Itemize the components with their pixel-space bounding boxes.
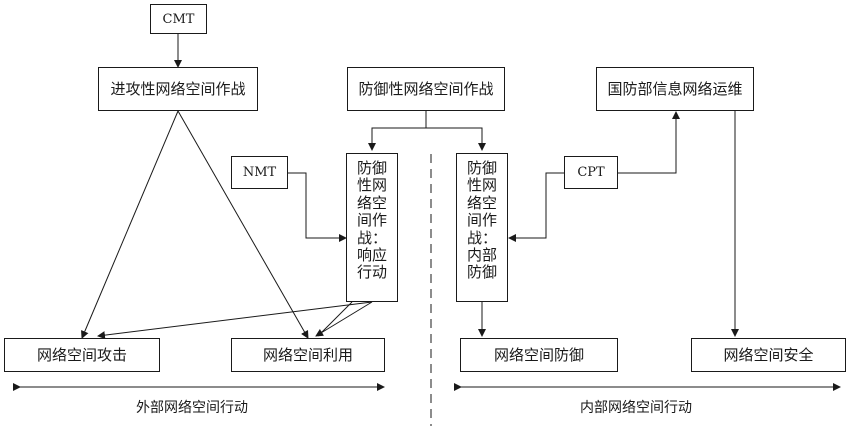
arrow-cpt-to-dodin xyxy=(618,111,680,174)
arrow-response-to-exploit-a xyxy=(315,301,373,337)
node-cmt: CMT xyxy=(150,4,207,34)
scope-external-label: 外部网络空间行动 xyxy=(136,400,248,416)
node-cyber-security: 网络空间安全 xyxy=(691,338,846,372)
arrow-defensive-to-response xyxy=(368,111,427,151)
node-cpt: CPT xyxy=(564,156,618,189)
node-offensive-ops: 进攻性网络空间作战 xyxy=(98,67,258,111)
arrow-response-to-exploit-b xyxy=(317,301,353,337)
node-dco-response-label: 防御 性网 络空 间作 战： 响应 行动 xyxy=(356,159,387,282)
node-defensive-ops: 防御性网络空间作战 xyxy=(347,67,505,111)
scope-internal-label: 内部网络空间行动 xyxy=(580,400,692,416)
node-dco-internal-label: 防御 性网 络空 间作 战： 内部 防御 xyxy=(466,159,497,282)
arrow-offensive-to-exploit xyxy=(177,110,309,339)
node-cyber-defense: 网络空间防御 xyxy=(460,338,618,372)
node-cyber-attack: 网络空间攻击 xyxy=(4,338,160,372)
arrow-nmt-to-response xyxy=(288,172,347,242)
node-nmt: NMT xyxy=(231,156,288,189)
arrow-response-to-attack xyxy=(97,301,373,340)
node-dodin-ops: 国防部信息网络运维 xyxy=(596,67,754,111)
node-dco-internal: 防御 性网 络空 间作 战： 内部 防御 xyxy=(456,153,508,302)
arrow-offensive-to-attack xyxy=(81,110,179,339)
node-cyber-exploit: 网络空间利用 xyxy=(231,338,385,372)
arrow-defensive-to-internal xyxy=(426,127,486,151)
node-dco-response: 防御 性网 络空 间作 战： 响应 行动 xyxy=(346,153,398,302)
arrow-cpt-to-internal xyxy=(508,172,564,242)
